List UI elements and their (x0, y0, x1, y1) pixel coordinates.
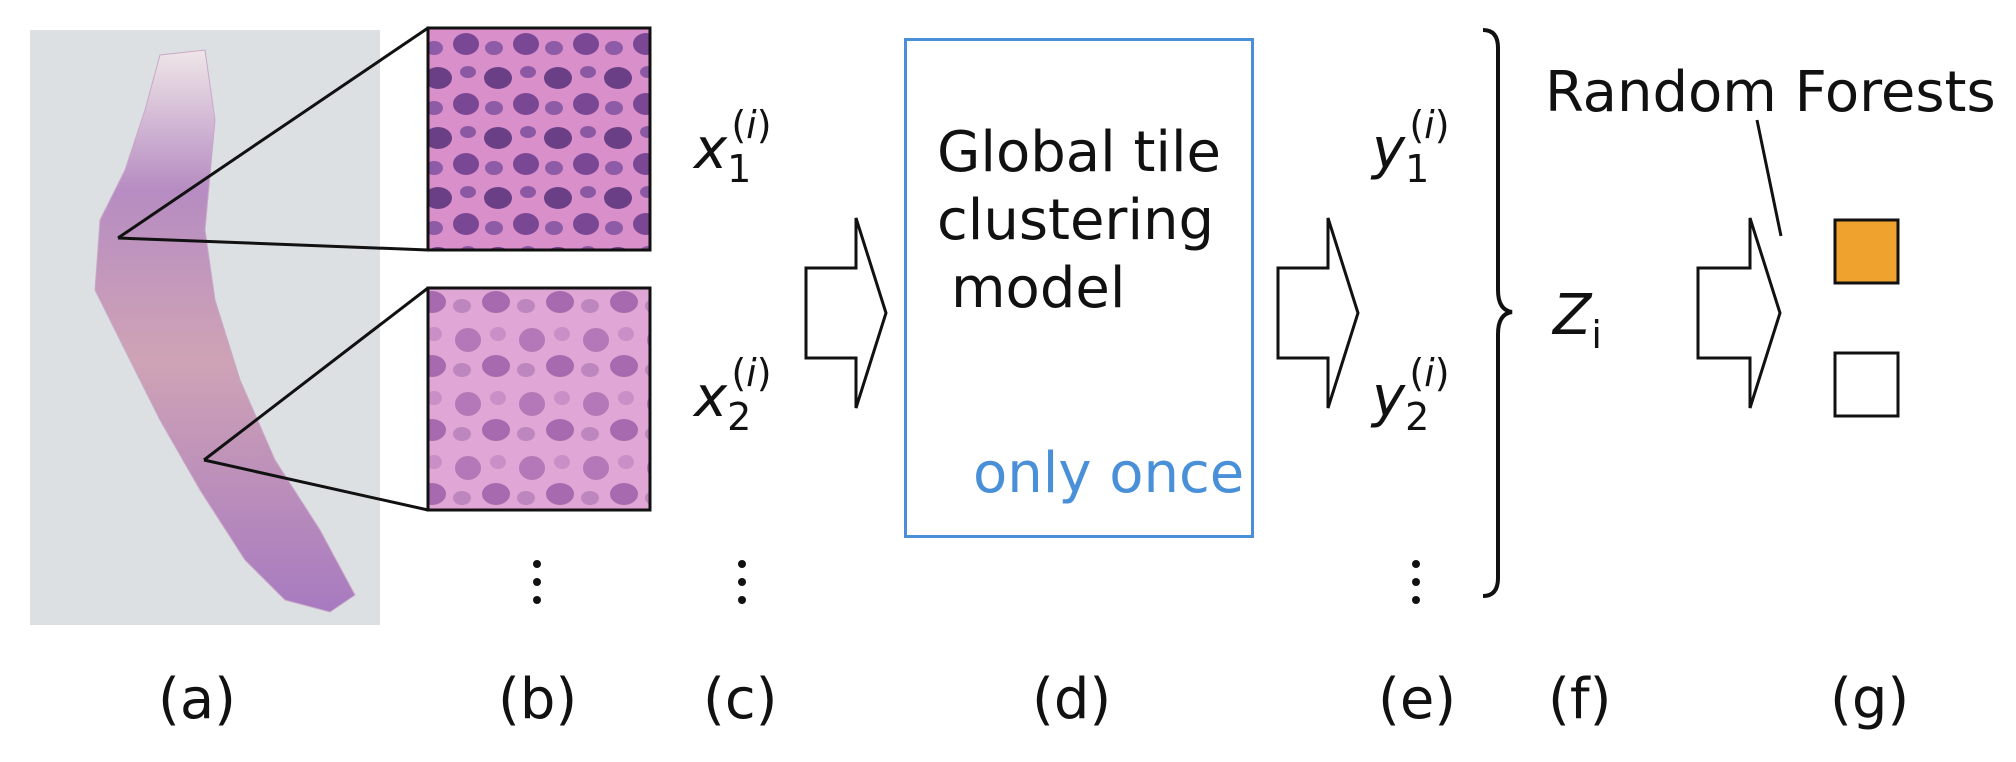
output-y2: y2(i) (1372, 351, 1450, 439)
tile-zoom-1 (426, 26, 652, 252)
panel-label-d: (d) (1032, 667, 1112, 732)
slide-image (30, 30, 380, 625)
ellipsis-c (738, 560, 748, 614)
classifier-label: Random Forests (1545, 60, 1996, 125)
aggregate-z: Zi (1553, 283, 1602, 357)
tile-zoom-2 (426, 286, 652, 512)
input-x2: x2(i) (694, 351, 772, 439)
panel-label-e: (e) (1378, 667, 1457, 732)
panel-label-c: (c) (703, 667, 778, 732)
arrow-right-icon (1696, 217, 1782, 409)
positive-class-square (1833, 218, 1900, 285)
input-x1: x1(i) (694, 103, 772, 191)
panel-label-a: (a) (158, 667, 237, 732)
model-box: Global tile clustering model only once (904, 38, 1254, 538)
panel-label-g: (g) (1830, 667, 1910, 732)
output-y1: y1(i) (1372, 103, 1450, 191)
zoom-lines (117, 26, 429, 512)
panel-label-f: (f) (1548, 667, 1612, 732)
arrow-right-icon (1276, 217, 1360, 409)
model-note: only once (973, 441, 1245, 506)
negative-class-square (1833, 351, 1900, 418)
panel-label-b: (b) (498, 667, 578, 732)
model-title: Global tile clustering model (937, 120, 1221, 321)
arrow-right-icon (804, 217, 888, 409)
ellipsis-e (1412, 560, 1422, 614)
rf-pointer-line (1755, 119, 1783, 237)
brace-icon (1482, 28, 1513, 598)
ellipsis-b (533, 560, 543, 614)
